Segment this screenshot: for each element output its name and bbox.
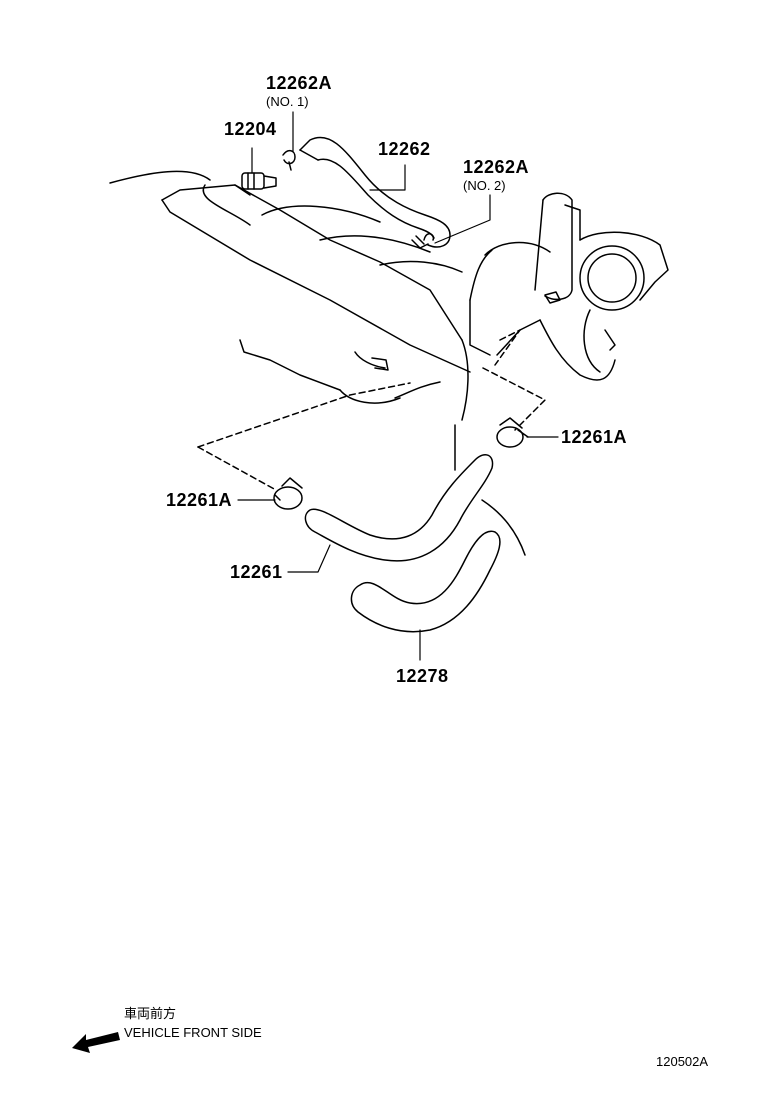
callout-12204: 12204 bbox=[224, 119, 277, 139]
throttle-body-assembly bbox=[469, 192, 669, 381]
assembly-lines bbox=[197, 329, 546, 491]
clip-12262A-no1-shape bbox=[282, 149, 296, 171]
valve-12204-shape bbox=[241, 172, 277, 190]
callout-12261: 12261 bbox=[230, 562, 283, 582]
legend-japanese: 車両前方 bbox=[124, 1006, 177, 1021]
callout-12261A-right: 12261A bbox=[561, 427, 628, 447]
legend-english: VEHICLE FRONT SIDE bbox=[124, 1025, 262, 1040]
callout-12262A-no1: 12262A bbox=[266, 73, 333, 93]
arrow-left-down-icon bbox=[72, 1032, 120, 1053]
callout-12262A-no2-sub: (NO. 2) bbox=[463, 178, 506, 193]
figure-code: 120502A bbox=[656, 1054, 709, 1069]
engine-outline bbox=[109, 170, 526, 556]
clamp-12261A-right-shape bbox=[496, 417, 529, 448]
callout-12262A-no2: 12262A bbox=[463, 157, 530, 177]
hose-12262-shape bbox=[299, 136, 451, 248]
callout-12278: 12278 bbox=[396, 666, 449, 686]
callout-12262A-no1-sub: (NO. 1) bbox=[266, 94, 309, 109]
callout-12262: 12262 bbox=[378, 139, 431, 159]
hose-12278-shape bbox=[350, 530, 501, 633]
leader-lines bbox=[237, 111, 559, 661]
clip-12262A-no2-shape bbox=[411, 235, 429, 249]
callout-12261A-left: 12261A bbox=[166, 490, 233, 510]
clamp-12261A-left-shape bbox=[273, 477, 303, 510]
hose-12261-shape bbox=[304, 453, 494, 562]
